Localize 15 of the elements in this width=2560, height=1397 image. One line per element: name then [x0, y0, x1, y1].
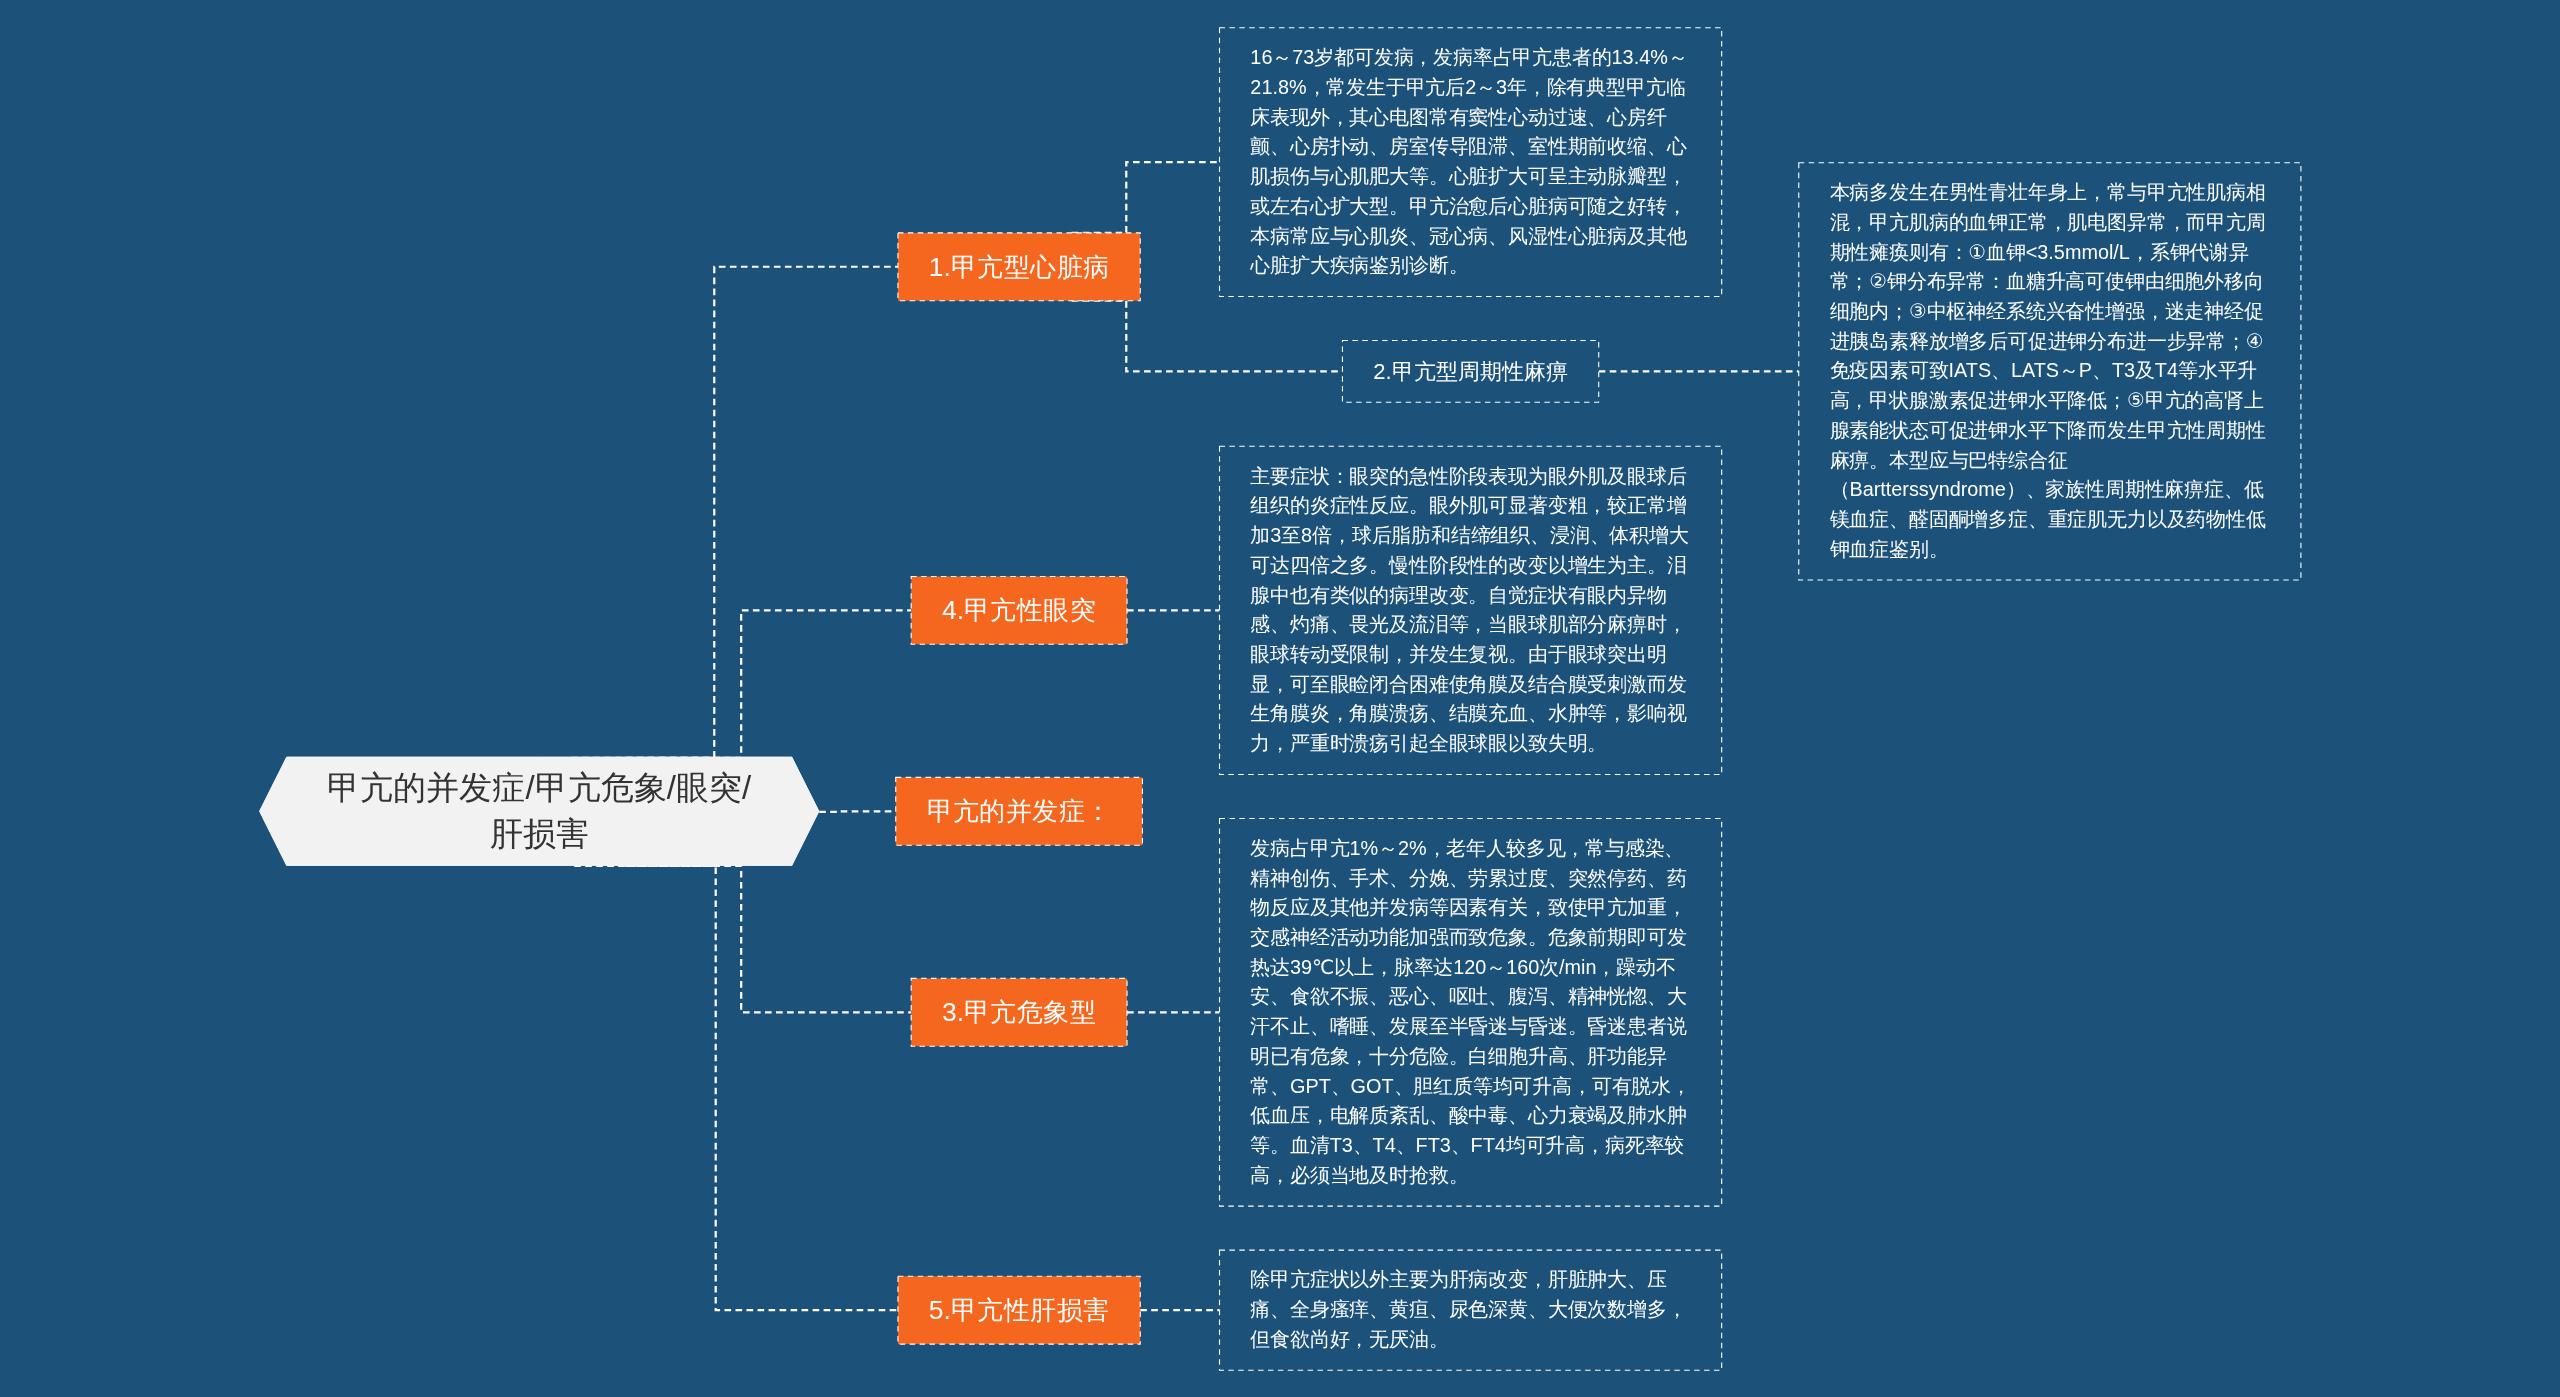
node-box: 除甲亢症状以外主要为肝病改变，肝脏肿大、压痛、全身瘙痒、黄疸、尿色深黄、大便次数增多，但食欲尚好，无厌油。 [1218, 1249, 1722, 1371]
connector [573, 864, 898, 1311]
node-box: 3.甲亢危象型 [910, 977, 1128, 1047]
node-box: 5.甲亢性肝损害 [897, 1275, 1141, 1345]
connector [1126, 1010, 1220, 1013]
node-box: 2.甲亢型周期性麻痹 [1341, 339, 1599, 403]
connector [1139, 1308, 1220, 1311]
node-box: 4.甲亢性眼突 [910, 575, 1128, 645]
node-box: 主要症状：眼突的急性阶段表现为眼外肌及眼球后组织的炎症性反应。眼外肌可显著变粗，较正常增加3至8倍，球后脂肪和结缔组织、浸润、体积增大可达四倍之多。慢性阶段性的改变以增生为主。泪腺中也有类似的病理改变。自觉症状有眼内异物感、灼痛、畏光及流泪等，当眼球肌部分麻痹时，眼球转动受限制，并发生复视。由于眼球突出明显，可至眼睑闭合困难使角膜及结合膜受刺激而发生角膜炎，角膜溃疡、结膜充血、水肿等，影响视力，严重时溃疡引起全眼球眼以致失明。 [1218, 445, 1722, 775]
node-box: 本病多发生在男性青壮年身上，常与甲亢性肌病相混，甲亢肌病的血钾正常，肌电图异常，而甲亢周期性瘫痪则有：①血钾<3.5mmol/L，系钾代谢异常；②钾分布异常：血糖升高可使钾由细胞外移向细胞内；③中枢神经系统兴奋性增强，迷走神经促进胰岛素释放增多后可促进钾分布进一步异常；④免疫因素可致IATS、LATS～P、T3及T4等水平升高，甲状腺激素促进钾水平降低；⑤甲亢的高肾上腺素能状态可促进钾水平下降而发生甲亢性周期性麻痹。本型应与巴特综合征（Bartterssyndrome）、家族性周期性麻痹症、低镁血症、醛固酮增多症、重症肌无力以及药物性低钾血症鉴别。 [1797, 161, 2302, 581]
node-box: 16～73岁都可发病，发病率占甲亢患者的13.4%～21.8%，常发生于甲亢后2～3年，除有典型甲亢临床表现外，其心电图常有窦性心动过速、心房纤颤、心房扑动、房室传导阻滞、室性期前收缩、心肌损伤与心肌肥大等。心脏扩大可呈主动脉瓣型，或左右心扩大型。甲亢治愈后心脏病可随之好转，本病常应与心肌炎、冠心病、风湿性心脏病及其他心脏扩大疾病鉴别诊断。 [1218, 26, 1722, 297]
node-box: 1.甲亢型心脏病 [897, 231, 1141, 301]
connector [1126, 608, 1220, 611]
node-box: 发病占甲亢1%～2%，老年人较多见，常与感染、精神创伤、手术、分娩、劳累过度、突然停药、药物反应及其他并发病等因素有关，致使甲亢加重，交感神经活动功能加强而致危象。危象前期即可发热达39℃以上，脉率达120～160次/min，躁动不安、食欲不振、恶心、呕吐、腹泻、精神恍惚、大汗不止、嗜睡、发展至半昏迷与昏迷。昏迷患者说明已有危象，十分危险。白细胞升高、肝功能异常、GPT、GOT、胆红质等均可升高，可有脱水，低血压，电解质紊乱、酸中毒、心力衰竭及肺水肿等。血清T3、T4、FT3、FT4均可升高，病死率较高，必须当地及时抢救。 [1218, 817, 1722, 1207]
node-box: 甲亢的并发症： [894, 776, 1143, 846]
